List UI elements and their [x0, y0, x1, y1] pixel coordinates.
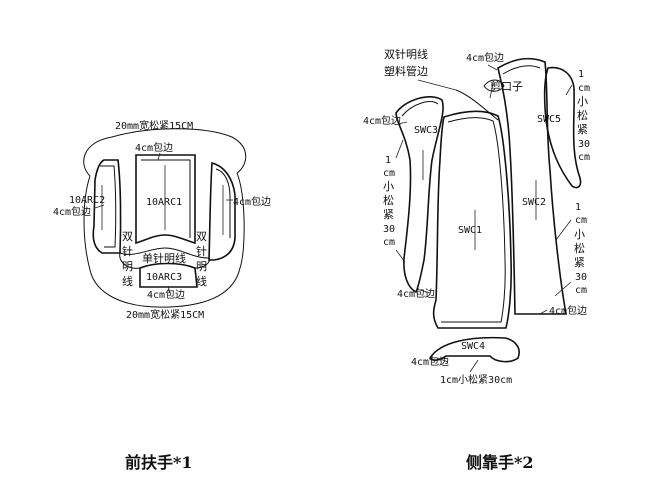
side-bottom-elastic-note: 1cm小松紧30cm	[440, 373, 512, 386]
svg-text:线: 线	[122, 274, 133, 288]
side-swc4-code: SWC4	[461, 341, 485, 352]
side-left-elastic-note: 1 cm 小 松 紧 30 cm	[383, 155, 395, 248]
svg-text:cm: cm	[383, 237, 395, 248]
svg-text:cm: cm	[575, 285, 587, 296]
front-center-piece-code: 10ARC1	[146, 197, 182, 208]
svg-text:30: 30	[383, 224, 395, 235]
svg-text:松: 松	[574, 241, 585, 255]
svg-text:紧: 紧	[577, 123, 588, 136]
svg-text:双: 双	[122, 230, 133, 243]
side-swc5-code: SWC5	[537, 114, 561, 125]
svg-text:明: 明	[196, 260, 207, 273]
front-center-piece	[135, 154, 196, 245]
svg-text:松: 松	[577, 108, 588, 122]
front-armrest-caption: 前扶手*1	[125, 453, 193, 472]
svg-text:1: 1	[575, 202, 581, 213]
front-left-stitch-note: 双 针 明 线	[122, 230, 133, 288]
front-armrest-pattern: 20mm宽松紧15CM 4cm包边 10ARC2 4cm包边 10ARC1 4c…	[53, 119, 271, 321]
side-swc2-piece	[497, 57, 567, 315]
svg-text:针: 针	[196, 244, 207, 258]
svg-text:双针明线: 双针明线	[384, 47, 428, 61]
svg-text:紧: 紧	[383, 208, 394, 221]
side-cut-note: 剪口子	[490, 79, 523, 93]
front-top-elastic-note: 20mm宽松紧15CM	[115, 119, 193, 132]
front-left-piece-note: 4cm包边	[53, 205, 91, 218]
side-swc3-code: SWC3	[414, 125, 438, 136]
side-right-bottom-binding-note: 4cm包边	[549, 304, 587, 317]
front-bottom-piece-note: 4cm包边	[147, 288, 185, 301]
side-right-mid-elastic-note: 1 cm 小 松 紧 30 cm	[574, 202, 587, 296]
svg-text:cm: cm	[383, 168, 395, 179]
svg-text:松: 松	[383, 193, 394, 207]
front-center-top-note: 4cm包边	[135, 141, 173, 154]
svg-text:cm: cm	[575, 215, 587, 226]
front-bottom-piece	[139, 262, 198, 288]
svg-text:紧: 紧	[574, 256, 585, 269]
svg-text:小: 小	[383, 180, 394, 193]
front-bottom-piece-code: 10ARC3	[146, 272, 182, 283]
front-left-piece	[92, 159, 122, 254]
svg-text:1: 1	[578, 69, 584, 80]
side-stitch-note: 双针明线 塑料管边	[384, 47, 428, 78]
side-swc1-piece	[432, 110, 512, 329]
svg-text:30: 30	[578, 139, 590, 150]
svg-text:塑料管边: 塑料管边	[384, 64, 428, 78]
side-swc5-piece	[543, 66, 582, 189]
side-top-binding-note: 4cm包边	[466, 51, 504, 64]
svg-text:cm: cm	[578, 152, 590, 163]
side-right-top-elastic-note: 1 cm 小 松 紧 30 cm	[577, 69, 590, 163]
svg-text:针: 针	[122, 244, 133, 258]
side-swc4-piece	[428, 336, 520, 363]
svg-text:明: 明	[122, 260, 133, 273]
side-left-binding-note: 4cm包边	[363, 114, 401, 127]
side-armrest-caption: 侧靠手*2	[466, 453, 534, 472]
front-outer-outline	[83, 128, 247, 308]
side-swc1-code: SWC1	[458, 225, 482, 236]
svg-text:cm: cm	[578, 83, 590, 94]
svg-text:30: 30	[575, 272, 587, 283]
side-bottom-binding-note: 4cm包边	[411, 355, 449, 368]
front-single-stitch-note: 单针明线	[142, 251, 186, 265]
side-left-bottom-binding-note: 4cm包边	[397, 287, 435, 300]
side-swc2-code: SWC2	[522, 197, 546, 208]
front-right-stitch-note: 双 针 明 线	[196, 230, 207, 288]
front-bottom-elastic-note: 20mm宽松紧15CM	[126, 308, 204, 321]
front-left-piece-code: 10ARC2	[69, 195, 105, 206]
svg-text:小: 小	[574, 228, 585, 241]
front-right-piece-note: 4cm包边	[233, 195, 271, 208]
front-right-piece	[208, 161, 236, 261]
side-armrest-pattern: 双针明线 塑料管边 4cm包边 剪口子 4cm包边 SWC3 SWC5 SWC1…	[363, 47, 590, 386]
side-swc3-piece	[395, 96, 444, 294]
svg-text:1: 1	[385, 155, 391, 166]
svg-text:小: 小	[577, 95, 588, 108]
svg-text:双: 双	[196, 230, 207, 243]
svg-text:线: 线	[196, 274, 207, 288]
